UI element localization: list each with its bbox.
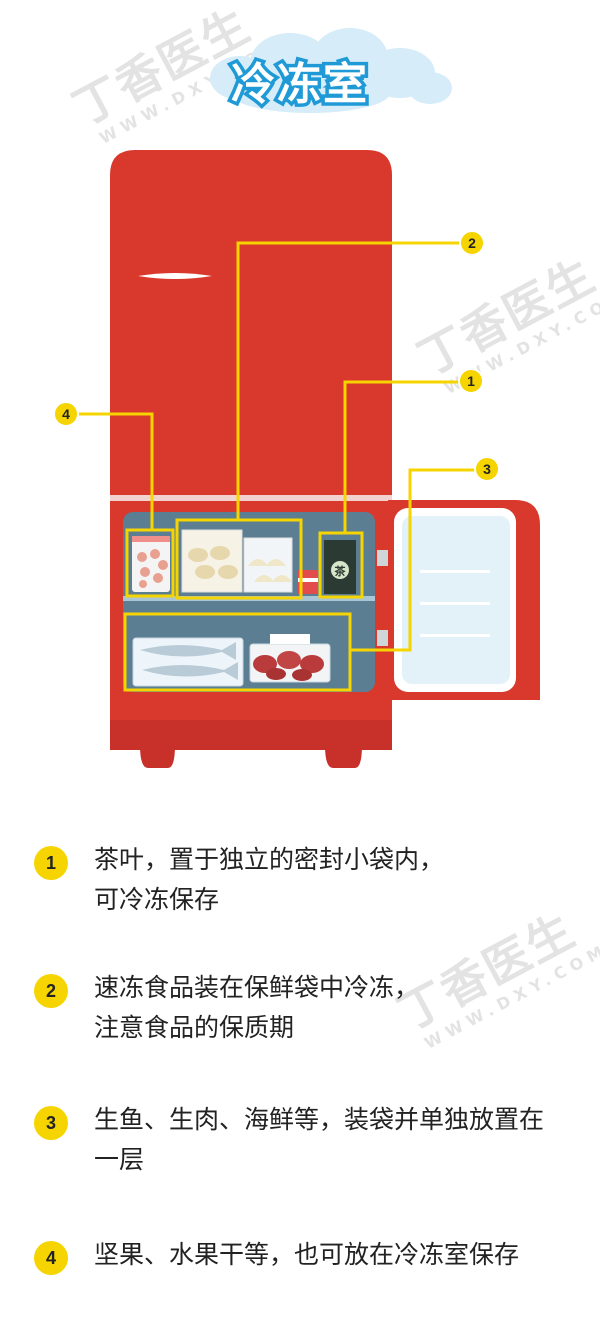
compartment-divider: [110, 495, 392, 501]
legend-text: 坚果、水果干等，也可放在冷冻室保存: [94, 1235, 584, 1275]
open-freezer-door: [388, 500, 540, 700]
tea-pack: 茶: [324, 540, 356, 594]
legend-line: 注意食品的保质期: [94, 1013, 295, 1042]
tea-label: 茶: [334, 564, 347, 578]
legend-line: 一层: [94, 1145, 145, 1174]
legend-line: 生鱼、生肉、海鲜等，装袋并单独放置在: [94, 1105, 545, 1134]
callout-pin-3: 3: [474, 456, 500, 482]
nuts-jar: [132, 536, 170, 592]
legend-text: 生鱼、生肉、海鲜等，装袋并单独放置在 一层: [94, 1100, 584, 1180]
legend-line: 速冻食品装在保鲜袋中冷冻，: [94, 973, 420, 1002]
legend-line: 坚果、水果干等，也可放在冷冻室保存: [94, 1240, 520, 1269]
svg-text:4: 4: [62, 406, 70, 422]
callout-pin-2: 2: [459, 230, 485, 256]
page-title: 冷冻室: [228, 56, 371, 114]
title-banner: 冷冻室: [0, 18, 600, 128]
callout-lines: [70, 241, 485, 692]
legend-line: 可冷冻保存: [94, 885, 220, 914]
legend-line: 茶叶，置于独立的密封小袋内，: [94, 845, 445, 874]
cloud-decoration: [210, 28, 452, 113]
frozen-food-bag: [181, 529, 293, 593]
number-badge: 3: [34, 1106, 68, 1140]
fish-tray: [132, 637, 244, 687]
number-badge: 4: [34, 1241, 68, 1275]
fridge-base: [110, 715, 392, 768]
svg-text:3: 3: [483, 461, 491, 477]
callout-pin-4: 4: [53, 401, 79, 427]
number-badge: 2: [34, 974, 68, 1008]
hinge-top: [377, 550, 389, 566]
hinge-bottom: [377, 630, 389, 646]
fridge-illustration: 茶: [53, 150, 540, 768]
small-box-stripe: [298, 578, 318, 582]
door-handle: [138, 273, 212, 279]
svg-text:2: 2: [468, 235, 476, 251]
callout-pin-1: 1: [458, 368, 484, 394]
number-badge: 1: [34, 846, 68, 880]
legend-text: 茶叶，置于独立的密封小袋内， 可冷冻保存: [94, 840, 584, 920]
svg-text:1: 1: [467, 373, 475, 389]
meat-tray: [249, 634, 331, 683]
legend-text: 速冻食品装在保鲜袋中冷冻， 注意食品的保质期: [94, 968, 584, 1048]
